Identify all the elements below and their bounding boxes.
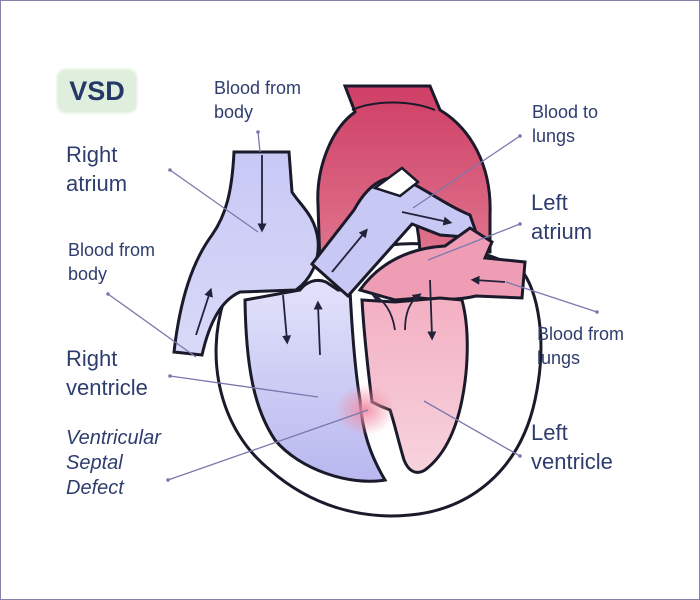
leader-vsd (167, 409, 369, 481)
arrow-rv-up (313, 300, 323, 356)
aorta-top (351, 101, 436, 111)
arrow-pa-up (331, 228, 368, 273)
label-blood-to-lungs: Blood to lungs (532, 102, 599, 146)
leader-right-ventricle (169, 375, 319, 398)
label-left-ventricle: Left ventricle (531, 420, 613, 474)
leader-ends (106, 130, 599, 482)
arrow-ivc-up (195, 287, 213, 336)
arrow-lv-curve-right (404, 293, 422, 331)
arrow-ra-rv (282, 294, 292, 345)
label-left-atrium: Left atrium (531, 190, 593, 244)
right-atrium-region (172, 150, 320, 357)
label-blood-from-body-left: Blood from body (68, 240, 156, 284)
arrow-la-lv (427, 279, 437, 341)
label-right-ventricle: Right ventricle (66, 346, 148, 400)
septal-defect-shading (335, 384, 395, 436)
arrow-pv-left (470, 275, 506, 285)
vsd-badge: VSD (58, 70, 136, 112)
pulmonary-branch (372, 166, 420, 198)
leader-blood-to-lungs (412, 135, 521, 209)
label-right-atrium: Right atrium (66, 142, 128, 196)
leader-left-ventricle (423, 400, 521, 457)
leader-blood-from-body-top (257, 131, 261, 153)
label-ventricular-septal-defect: Ventricular Septal Defect (66, 427, 161, 499)
leader-right-atrium (169, 169, 259, 233)
arrow-lv-curve-left (370, 293, 396, 331)
leader-blood-from-lungs (505, 281, 598, 313)
arrow-pa-right (401, 211, 453, 226)
label-blood-from-body-top: Blood from body (214, 78, 302, 122)
leader-lines (107, 131, 598, 481)
leader-blood-from-body-left (107, 293, 197, 358)
label-blood-from-lungs: Blood from lungs (537, 324, 625, 368)
leader-left-atrium (427, 223, 521, 261)
